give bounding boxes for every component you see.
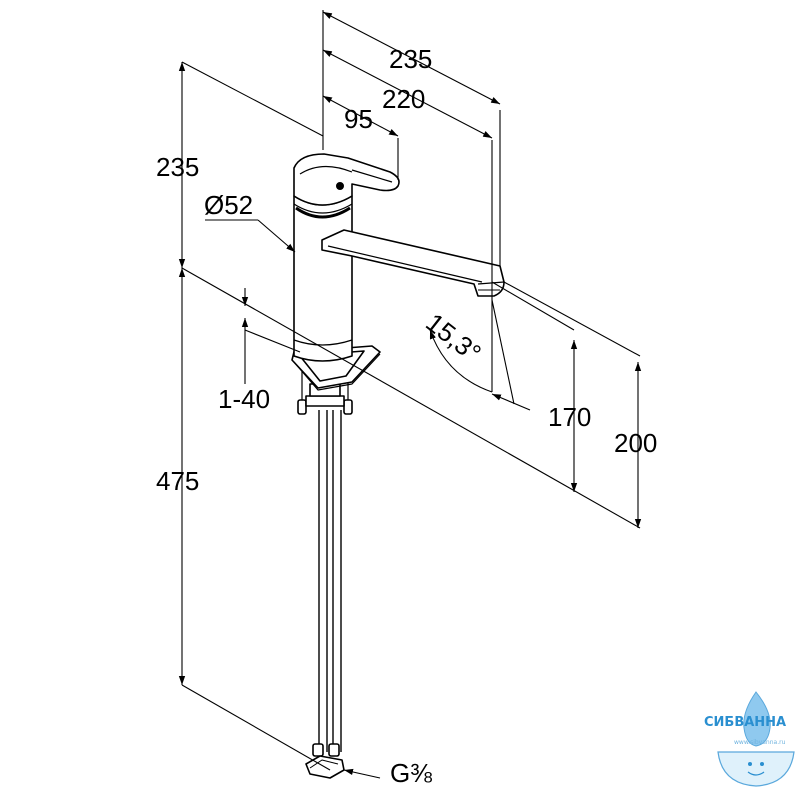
dimension-labels: 235 220 95 235 Ø52 1-40 475 15,3° 170 20… (156, 44, 657, 788)
dim-200: 200 (614, 428, 657, 458)
dim-220: 220 (382, 84, 425, 114)
sibvanna-logo: СИБВАННА www.sibvanna.ru (704, 691, 795, 787)
logo-url: www.sibvanna.ru (734, 739, 786, 746)
dim-235-top: 235 (389, 44, 432, 74)
hose-connectors (305, 743, 345, 779)
bathtub-icon (717, 751, 795, 787)
lever-handle (293, 153, 400, 206)
dim-thread: G⅜ (390, 758, 432, 788)
dim-475: 475 (156, 466, 199, 496)
dimension-lines (178, 10, 642, 779)
dim-angle: 15,3° (420, 307, 487, 368)
faucet (291, 153, 505, 779)
water-drop-icon (743, 691, 771, 747)
logo-brand: СИБВАННА (704, 715, 786, 730)
dim-95: 95 (344, 104, 373, 134)
dim-1-40: 1-40 (218, 384, 270, 414)
dim-235-left: 235 (156, 152, 199, 182)
dim-diameter: Ø52 (204, 190, 253, 220)
dim-170: 170 (548, 402, 591, 432)
supply-hoses (318, 410, 342, 752)
